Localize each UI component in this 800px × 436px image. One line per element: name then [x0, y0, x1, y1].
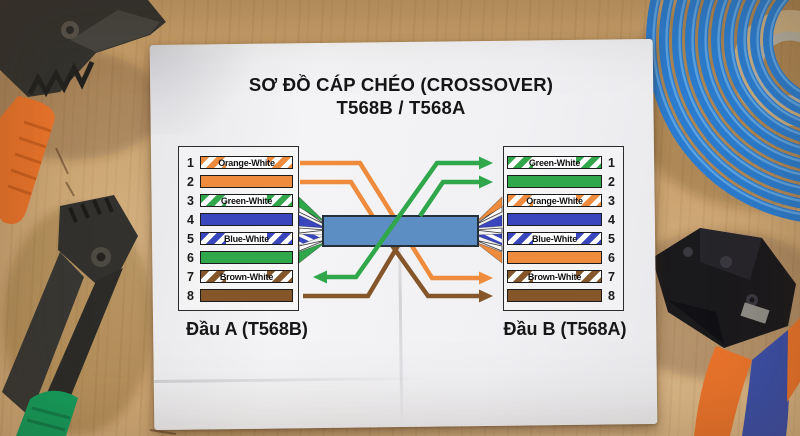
stripe-dashes: [267, 271, 292, 282]
wire-label: Brown-White: [219, 271, 274, 282]
pin-number: 8: [187, 288, 194, 303]
connector-a: 1 Orange-White 2 3 Green-White 4 5 Blue-White 6 7…: [178, 146, 299, 311]
pin-number: 6: [608, 250, 615, 265]
pin-row-b4: 4: [504, 212, 623, 227]
pin-row-b6: 6: [504, 250, 623, 265]
stripe-dashes: [576, 157, 601, 168]
stripper-notches: [68, 197, 114, 223]
pin-number: 4: [608, 212, 615, 227]
orange-handle: [0, 96, 55, 225]
pin-number: 1: [608, 155, 615, 170]
wire-label: Orange-White: [218, 157, 275, 168]
wire-stripper-bottom: [2, 195, 138, 436]
paper-crease: [398, 211, 404, 428]
wire-stripe-a3: Green-White: [200, 194, 293, 207]
pin-number: 7: [608, 269, 615, 284]
stripe-dashes: [201, 271, 226, 282]
pin-number: 5: [187, 231, 194, 246]
stripe-dashes: [576, 271, 601, 282]
stripe-dashes: [267, 157, 292, 168]
pin-number: 6: [187, 250, 194, 265]
stripe-dashes: [576, 195, 601, 206]
pin-row-a7: 7 Brown-White: [179, 269, 298, 284]
wire-label: Blue-White: [224, 233, 269, 244]
crimper-handle-orange: [694, 346, 752, 436]
wire-stripe-b2: [507, 175, 602, 188]
stripe-dashes: [508, 233, 533, 244]
pin-row-a1: 1 Orange-White: [179, 155, 298, 170]
pin-row-b1: Green-White 1: [504, 155, 623, 170]
wire-label: Blue-White: [532, 233, 577, 244]
wire-stripe-a1: Orange-White: [200, 156, 293, 169]
wire-stripe-a5: Blue-White: [200, 232, 293, 245]
wire-label: Green-White: [528, 157, 581, 168]
stripe-dashes: [201, 195, 226, 206]
pin-number: 5: [608, 231, 615, 246]
pin-number: 4: [187, 212, 194, 227]
wire-label: Brown-White: [527, 271, 582, 282]
title-line2: T568B / T568A: [336, 96, 466, 118]
pin-row-b8: 8: [504, 288, 623, 303]
pin-number: 2: [608, 174, 615, 189]
wire-stripe-b7: Brown-White: [507, 270, 602, 283]
stripe-dashes: [508, 195, 533, 206]
wire-stripe-a2: [200, 175, 293, 188]
pin-row-b3: Orange-White 3: [504, 193, 623, 208]
pin-number: 7: [187, 269, 194, 284]
crimper-die: [740, 302, 770, 324]
pin-row-a2: 2: [179, 174, 298, 189]
stripe-dashes: [201, 157, 226, 168]
wire-label: Green-White: [220, 195, 273, 206]
wire-stripe-b5: Blue-White: [507, 232, 602, 245]
crimper-handle-blue: [742, 330, 790, 436]
wire-stripe-a4: [200, 213, 293, 226]
wire-stripe-a7: Brown-White: [200, 270, 293, 283]
pin-number: 1: [187, 155, 194, 170]
stripe-dashes: [508, 271, 533, 282]
end-b-label: Đầu B (T568A): [503, 319, 627, 339]
pin-number: 3: [608, 193, 615, 208]
paper-crease: [153, 376, 436, 383]
wire-stripe-b3: Orange-White: [507, 194, 602, 207]
wire-stripe-a8: [200, 289, 293, 302]
stripe-dashes: [267, 233, 292, 244]
wire-stripe-a6: [200, 251, 293, 264]
pin-row-b2: 2: [504, 174, 623, 189]
wire-stripe-b1: Green-White: [507, 156, 602, 169]
pin-row-b5: Blue-White 5: [504, 231, 623, 246]
pin-row-a3: 3 Green-White: [179, 193, 298, 208]
stripe-dashes: [267, 195, 292, 206]
wire-stripe-b4: [507, 213, 602, 226]
pin-row-a8: 8: [179, 288, 298, 303]
pin-row-a6: 6: [179, 250, 298, 265]
wire-stripe-b8: [507, 289, 602, 302]
wire-label: Orange-White: [526, 195, 583, 206]
pin-number: 3: [187, 193, 194, 208]
pin-number: 8: [608, 288, 615, 303]
pin-number: 2: [187, 174, 194, 189]
crimping-tool: [652, 228, 800, 436]
end-a-label: Đầu A (T568B): [186, 319, 308, 339]
pin-row-b7: Brown-White 7: [504, 269, 623, 284]
pin-row-a4: 4: [179, 212, 298, 227]
wood-scratches: [55, 147, 177, 435]
stripe-dashes: [576, 233, 601, 244]
diagram-title: SƠ ĐỒ CÁP CHÉO (CROSSOVER) T568B / T568A: [206, 74, 596, 119]
stripe-dashes: [508, 157, 533, 168]
stripe-dashes: [201, 233, 226, 244]
wire-stripe-b6: [507, 251, 602, 264]
title-line1: SƠ ĐỒ CÁP CHÉO (CROSSOVER): [248, 74, 554, 95]
stripper-teeth: [27, 60, 95, 98]
wire-stripper-top: [0, 0, 166, 225]
pin-row-a5: 5 Blue-White: [179, 231, 298, 246]
